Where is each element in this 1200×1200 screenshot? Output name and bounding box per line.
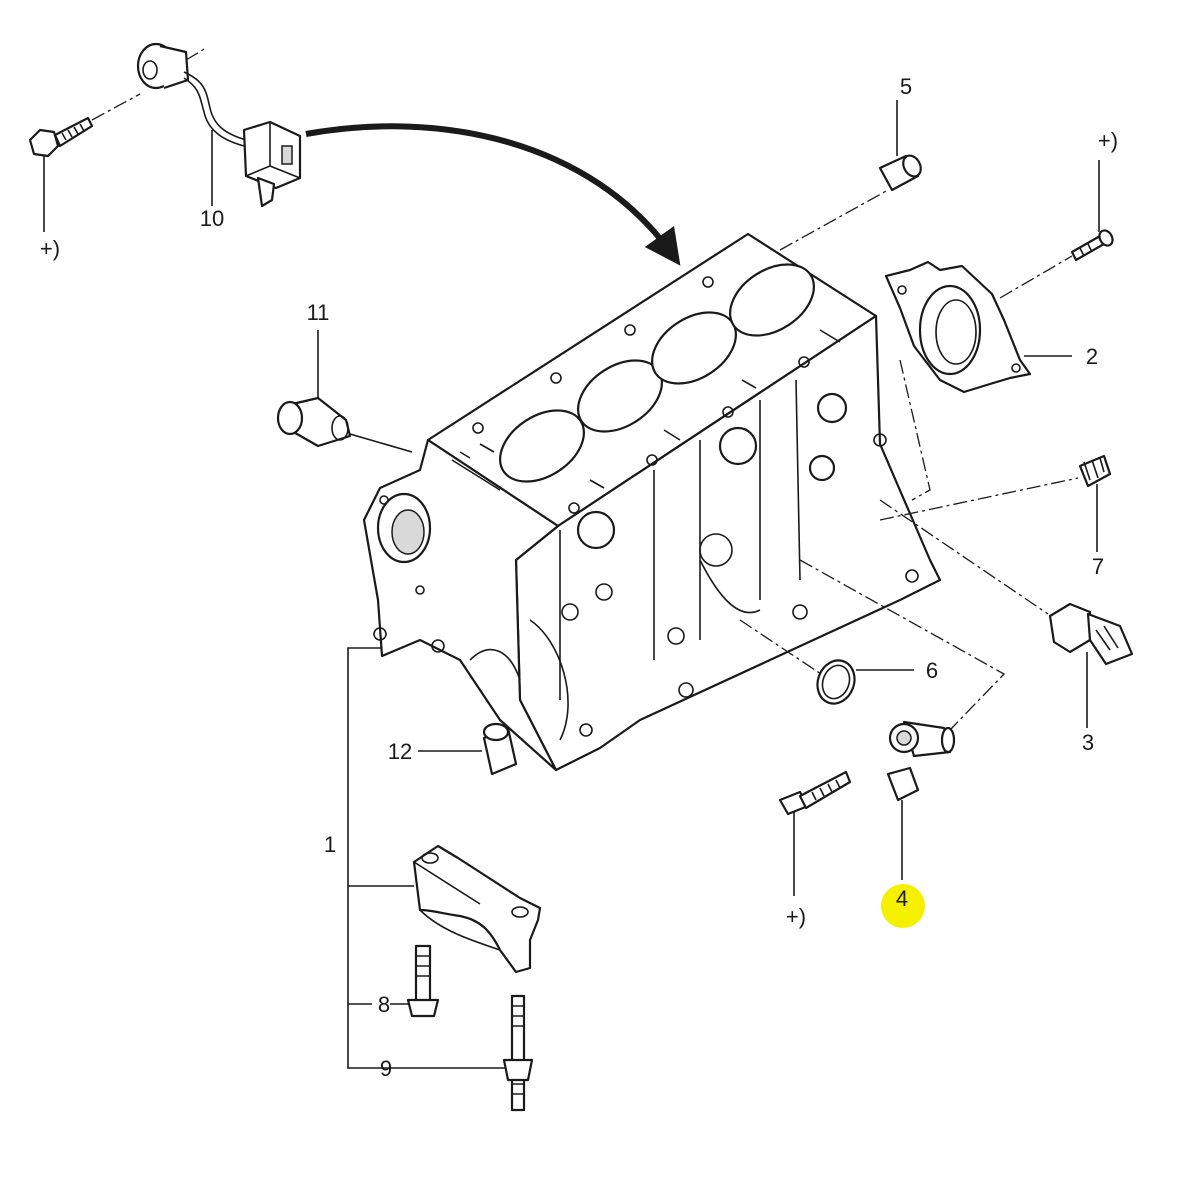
main-bearing-cap (412, 844, 542, 974)
callout-11: 11 (307, 300, 330, 325)
knock-sensor-bolt (28, 93, 141, 232)
callout-10: 10 (200, 206, 224, 231)
crank-position-sensor (886, 720, 956, 880)
torque-mark-sensor: +) (786, 904, 806, 929)
dowel-pin (878, 100, 922, 192)
knock-sensor-disc (136, 42, 207, 90)
callout-3: 3 (1082, 730, 1094, 755)
torque-mark-top-right: +) (1098, 128, 1118, 153)
seal-case-bolt (1070, 160, 1114, 262)
callout-7: 7 (1092, 554, 1104, 579)
assembly-lines (739, 189, 1079, 731)
callout-6: 6 (926, 658, 938, 683)
cylinder-bore-4 (729, 263, 815, 337)
callout-2: 2 (1086, 344, 1098, 369)
rear-oil-seal-case (884, 260, 1072, 394)
cylinder-block (362, 232, 942, 772)
oil-pressure-switch (276, 330, 413, 453)
callout-4: 4 (896, 886, 908, 911)
callout-8: 8 (378, 992, 390, 1017)
knock-sensor-connector (242, 120, 302, 208)
sensor-bolt (778, 770, 852, 896)
callout-1: 1 (324, 832, 336, 857)
callout-4-highlight (881, 884, 925, 928)
torque-mark-top-left: +) (40, 236, 60, 261)
pressure-sensor (1048, 602, 1134, 728)
callout-12: 12 (388, 739, 412, 764)
block-plug (1078, 454, 1112, 552)
main-stud (502, 994, 534, 1112)
o-ring (816, 659, 914, 705)
callout-9: 9 (380, 1056, 392, 1081)
expansion-plug (418, 722, 518, 776)
group-bracket (347, 647, 506, 1069)
knock-sensor-assembly (28, 42, 302, 232)
install-arrow (305, 123, 681, 266)
bearing-cap-bolt (406, 944, 440, 1018)
callout-5: 5 (900, 74, 912, 99)
